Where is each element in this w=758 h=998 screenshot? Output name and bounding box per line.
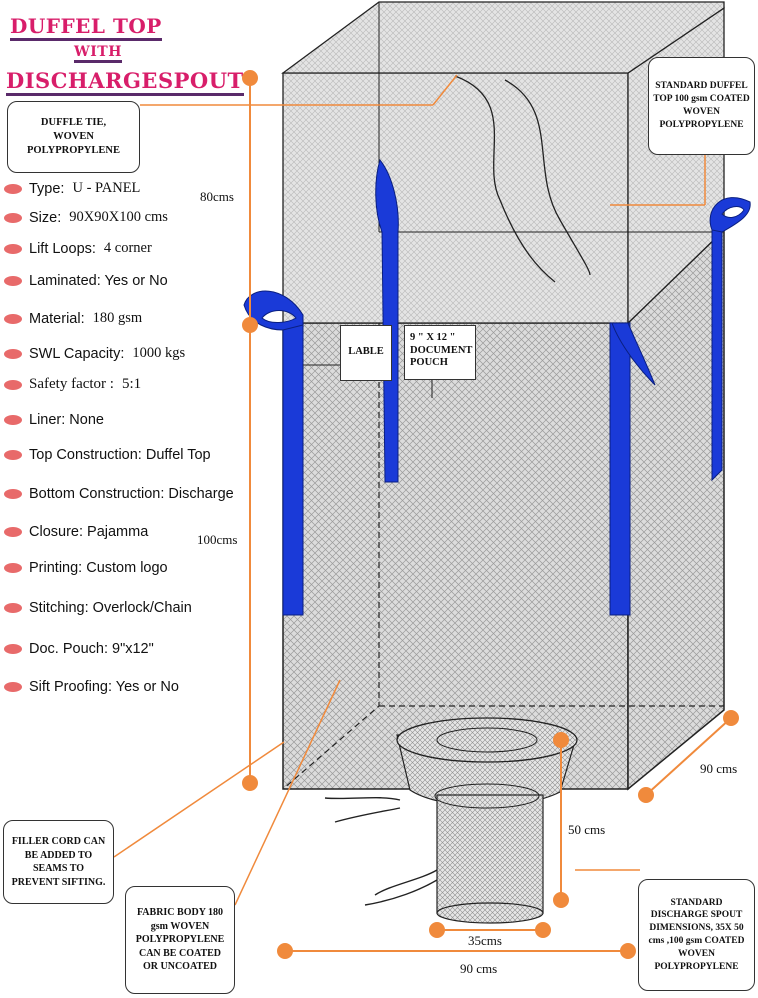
- bullet-icon: [4, 212, 22, 223]
- bullet-icon: [4, 563, 22, 573]
- callout-standard-duffel-top: STANDARD DUFFEL TOP 100 gsm COATED WOVEN…: [648, 57, 755, 155]
- callout-discharge-spout: STANDARD DISCHARGE SPOUT DIMENSIONS, 35X…: [638, 879, 755, 991]
- lift-loop-front-right: [609, 322, 631, 616]
- label-lable: LABLE: [340, 325, 392, 381]
- callout-fabric-body: FABRIC BODY 180 gsm WOVEN POLYPROPYLENE …: [125, 886, 235, 994]
- bag-hidden-edges: [282, 232, 724, 790]
- lift-loop-flap: [611, 322, 656, 386]
- spec-printing: Printing: Custom logo: [4, 560, 168, 576]
- title-line-2: WITH: [74, 44, 122, 63]
- spec-lift-loops: Lift Loops:4 corner: [4, 240, 152, 257]
- title-line-1: DUFFEL TOP: [10, 14, 162, 41]
- callout-duffle-tie: DUFFLE TIE, WOVEN POLYPROPYLENE: [7, 101, 140, 173]
- spec-size: Size:90X90X100 cms: [4, 209, 168, 226]
- lift-loop-back-right: [711, 229, 723, 482]
- bullet-icon: [4, 276, 22, 286]
- duffel-top-front: [282, 72, 629, 324]
- bullet-icon: [4, 682, 22, 692]
- spec-sift-proofing: Sift Proofing: Yes or No: [4, 679, 179, 695]
- bullet-icon: [4, 450, 22, 460]
- lift-loop-front-left: [282, 322, 304, 616]
- spec-top-construction: Top Construction: Duffel Top: [4, 447, 211, 463]
- lift-loop-top-right: [709, 197, 751, 233]
- spout-tie-strings: [324, 797, 438, 906]
- dim-spout-width: 35cms: [468, 933, 502, 948]
- bullet-icon: [4, 348, 22, 359]
- bullet-icon: [4, 415, 22, 425]
- spout-bottom: [436, 902, 544, 924]
- duffle-tie-cord: [454, 75, 591, 283]
- title-line-3: DISCHARGESPOUT: [6, 68, 244, 96]
- dimension-lines: [113, 70, 739, 959]
- spec-stitching: Stitching: Overlock/Chain: [4, 600, 192, 616]
- spec-bottom-construction: Bottom Construction: Discharge: [4, 486, 234, 502]
- spout-top-rim: [396, 717, 578, 763]
- spec-laminated: Laminated: Yes or No: [4, 273, 168, 289]
- bullet-icon: [4, 644, 22, 654]
- bullet-icon: [4, 183, 22, 194]
- spec-type: Type:U - PANEL: [4, 180, 140, 197]
- spec-material: Material:180 gsm: [4, 310, 142, 327]
- dim-body-height: 100cms: [197, 532, 238, 547]
- bullet-icon: [4, 379, 22, 390]
- label-document-pouch: 9 " X 12 " DOCUMENT POUCH: [404, 325, 476, 380]
- spec-liner: Liner: None: [4, 412, 104, 428]
- duffel-top-roof: [281, 1, 725, 74]
- spout-tube: [436, 794, 544, 914]
- dim-spout-height: 50 cms: [568, 822, 606, 837]
- dim-width: 90 cms: [460, 961, 498, 976]
- spec-closure: Closure: Pajamma: [4, 524, 148, 540]
- lift-loop-back-left: [375, 158, 399, 483]
- bullet-icon: [4, 243, 22, 254]
- spec-safety-factor: Safety factor :5:1: [4, 376, 141, 393]
- bullet-icon: [4, 603, 22, 613]
- dim-top-height: 80cms: [200, 189, 234, 204]
- callout-filler-cord: FILLER CORD CAN BE ADDED TO SEAMS TO PRE…: [3, 820, 114, 904]
- spec-doc-pouch: Doc. Pouch: 9"x12": [4, 641, 154, 657]
- bullet-icon: [4, 527, 22, 537]
- bullet-icon: [4, 313, 22, 324]
- spec-swl-capacity: SWL Capacity:1000 kgs: [4, 345, 185, 362]
- dim-depth: 90 cms: [700, 761, 738, 776]
- label-pointers: [303, 364, 433, 398]
- bullet-icon: [4, 489, 22, 499]
- bag-side-face: [627, 228, 725, 791]
